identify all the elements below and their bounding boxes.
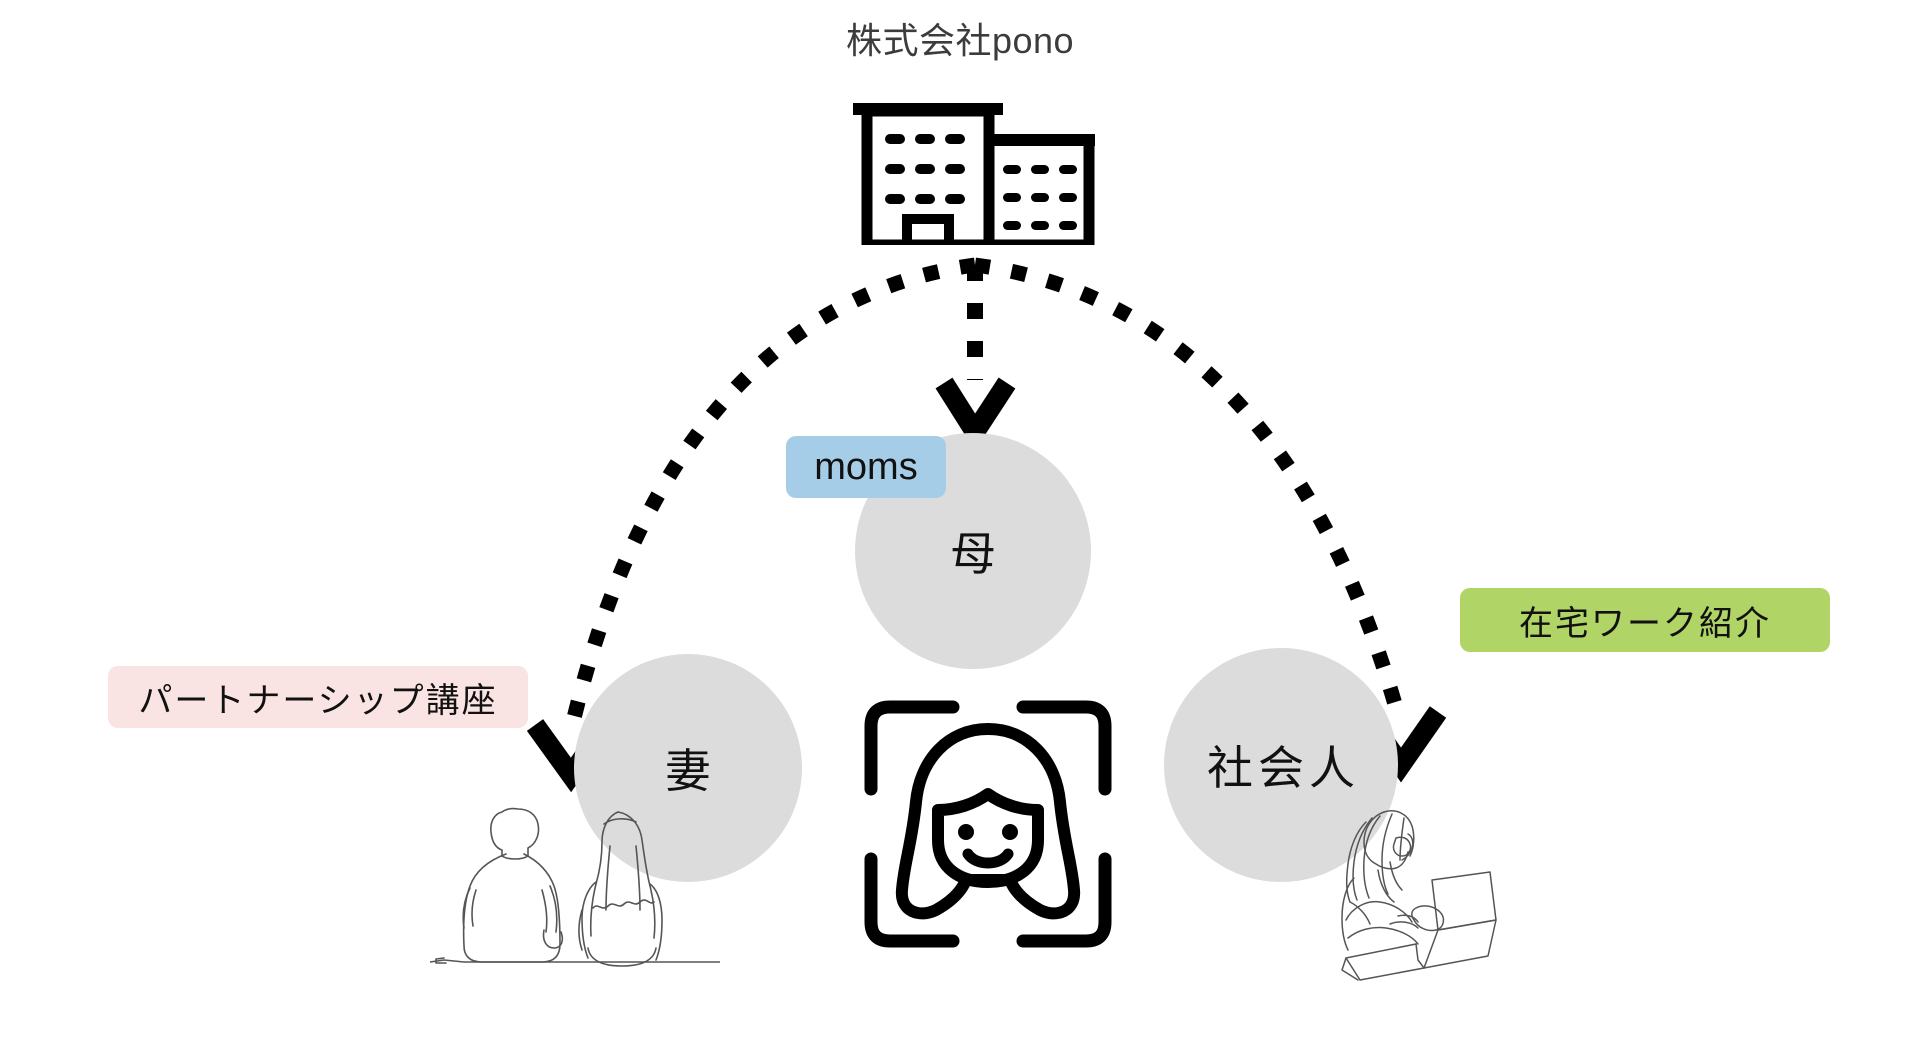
page-title: 株式会社pono xyxy=(845,20,1075,61)
tag-partnership-course: パートナーシップ講座 xyxy=(108,666,528,728)
woman-with-laptop-line-art xyxy=(1320,790,1520,985)
tag-moms: moms xyxy=(786,436,946,498)
couple-sitting-line-art xyxy=(429,790,721,980)
role-circle-wife: 妻 xyxy=(574,654,802,882)
role-label-working-adult: 社会人 xyxy=(1207,742,1360,794)
role-label-wife: 妻 xyxy=(665,745,716,797)
face-recognition-woman-icon xyxy=(858,694,1118,954)
tag-remote-work-intro: 在宅ワーク紹介 xyxy=(1460,588,1830,652)
office-building-icon xyxy=(845,95,1095,251)
role-circle-working-adult: 社会人 xyxy=(1164,648,1398,882)
arrow-to-mother xyxy=(935,265,1016,451)
role-label-mother: 母 xyxy=(950,528,1001,580)
